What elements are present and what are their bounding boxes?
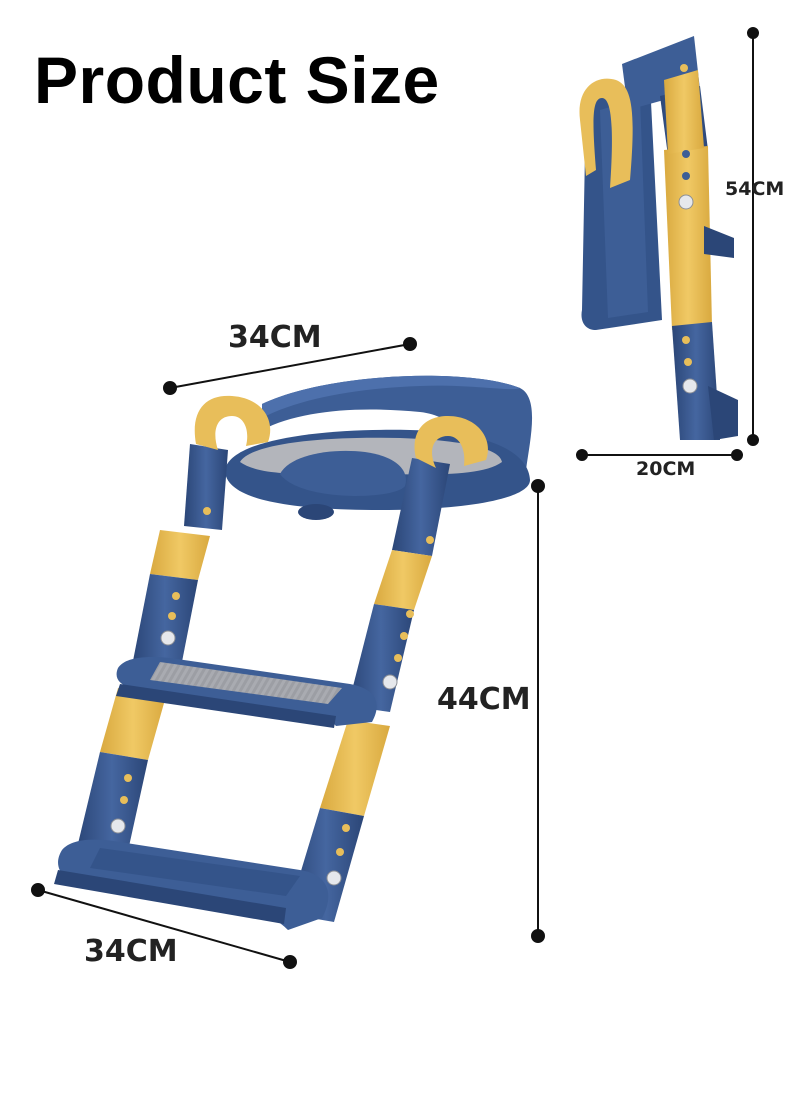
- potty-ladder-unfolded: [54, 375, 533, 930]
- base-width-label: 34CM: [84, 934, 178, 969]
- dimension-lines: [31, 27, 759, 969]
- folded-height-label: 54CM: [725, 178, 785, 200]
- folded-depth-label: 20CM: [636, 458, 696, 480]
- unfolded-height-label: 44CM: [437, 682, 531, 717]
- potty-ladder-folded: [579, 36, 738, 440]
- seat-width-label: 34CM: [228, 320, 322, 355]
- page-title: Product Size: [34, 43, 440, 117]
